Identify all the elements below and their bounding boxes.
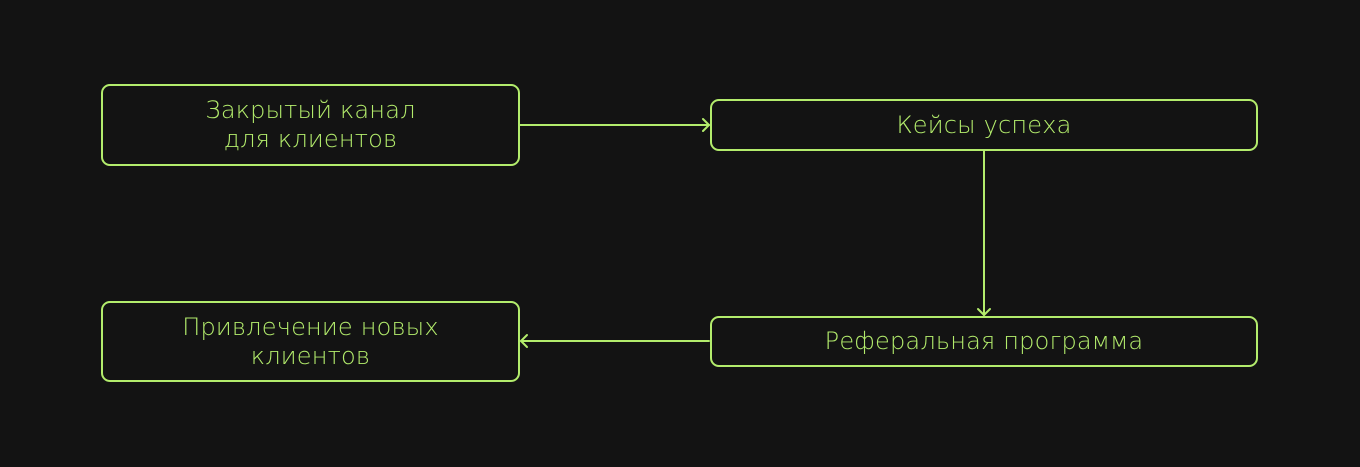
node-label-line: Привлечение новых (182, 312, 439, 341)
node-label: Реферальная программа (824, 327, 1144, 355)
node-success-cases: Кейсы успеха (710, 99, 1258, 151)
node-label-line: Закрытый канал (205, 96, 416, 124)
node-label-line: клиентов (250, 341, 371, 370)
node-label-line: для клиентов (223, 125, 398, 153)
edge-n2-to-n3 (977, 150, 991, 316)
edge-n1-to-n2 (519, 118, 710, 132)
node-referral-program: Реферальная программа (710, 316, 1258, 367)
node-closed-client-channel: Закрытый канал для клиентов (101, 84, 520, 166)
edge-n3-to-n4 (520, 334, 710, 348)
arrowhead-right-icon (702, 118, 710, 132)
arrowhead-down-icon (977, 308, 991, 316)
node-new-client-acquisition: Привлечение новых клиентов (101, 301, 520, 382)
node-label: Кейсы успеха (896, 110, 1072, 139)
arrowhead-left-icon (520, 334, 528, 348)
